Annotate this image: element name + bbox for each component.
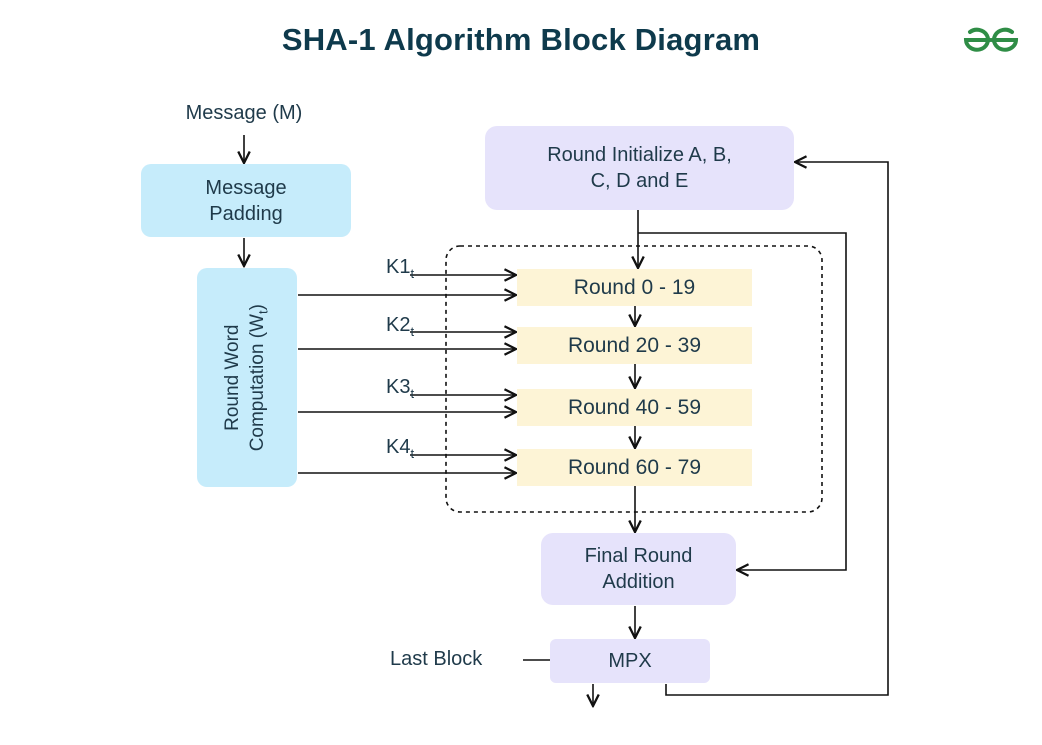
rounds-group-outline [445,245,823,513]
round-word-computation-box: Round Word Computation (Wt) [197,268,297,487]
round-initialize-box: Round Initialize A, B, C, D and E [485,126,794,210]
message-padding-box: Message Padding [141,164,351,237]
mpx-box: MPX [550,639,710,683]
k2-sub: t [410,324,415,339]
round-20-39-box: Round 20 - 39 [517,327,752,364]
round-40-59-box: Round 40 - 59 [517,389,752,426]
init-line1: Round Initialize A, B, [547,144,732,166]
final-line1: Final Round [584,545,693,567]
init-line2: C, D and E [590,170,689,192]
k3-sub: t [410,386,415,401]
rwc-line2-text: Computation (W [247,313,269,452]
padding-line1: Message [205,176,287,199]
k4-sub: t [410,446,415,461]
padding-line2: Padding [209,202,283,225]
k1-sub: t [410,266,415,281]
k1-base: K1 [386,256,411,278]
rwc-close: ) [247,303,269,311]
constant-k2-label: K2t [386,314,414,339]
round-60-79-box: Round 60 - 79 [517,449,752,486]
k2-base: K2 [386,314,411,336]
rwc-sub: t [255,310,271,314]
last-block-label: Last Block [390,648,483,670]
round-word-computation-label: Round Word Computation (Wt) [221,304,272,451]
rwc-line1: Round Word [222,324,244,431]
constant-k1-label: K1t [386,256,414,281]
message-label: Message (M) [185,102,303,124]
k3-base: K3 [386,376,411,398]
rwc-line2: Computation (Wt) [246,304,273,451]
round-0-19-box: Round 0 - 19 [517,269,752,306]
page-title: SHA-1 Algorithm Block Diagram [281,22,761,57]
constant-k4-label: K4t [386,436,414,461]
k4-base: K4 [386,436,411,458]
final-line2: Addition [602,571,675,593]
constant-k3-label: K3t [386,376,414,401]
final-round-addition-box: Final Round Addition [541,533,736,605]
geeksforgeeks-logo-icon [963,27,1019,52]
